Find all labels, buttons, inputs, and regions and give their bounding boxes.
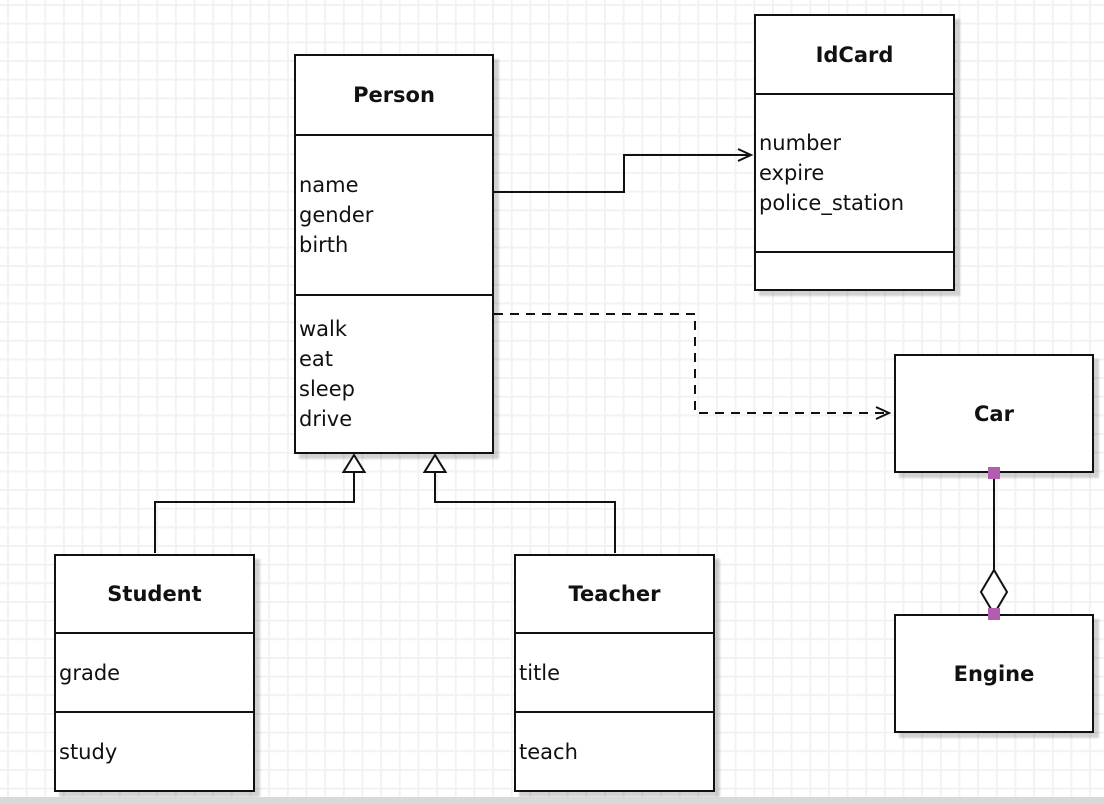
attribute-row: number [759,131,841,155]
method-row: teach [519,739,578,764]
attribute-row: name [299,173,359,197]
class-title: Student [56,556,253,634]
edge-endpoint-handle[interactable] [988,467,1000,479]
methods-section: teach [516,713,713,790]
attribute-row: birth [299,233,349,257]
class-box-student[interactable]: Student grade study [54,554,255,792]
method-row: sleep [299,377,355,401]
edge-person-idcard-association[interactable] [494,148,754,193]
methods-section-empty [756,253,953,289]
attribute-row: expire [759,161,825,185]
class-title: IdCard [756,16,953,95]
class-box-idcard[interactable]: IdCard number expire police_station [754,14,955,291]
attribute-row: gender [299,203,374,227]
attributes-section: title [516,634,713,713]
class-title: Person [296,56,492,136]
method-row: walk [299,317,348,341]
method-row: eat [299,347,334,371]
edge-student-person-generalization[interactable] [154,453,367,553]
aggregation-diamond-icon [979,568,1009,616]
method-row: drive [299,407,353,431]
edge-person-car-dependency[interactable] [494,313,892,420]
class-box-teacher[interactable]: Teacher title teach [514,554,715,792]
attributes-section: name gender birth [296,136,492,296]
canvas-bottom-edge [0,797,1104,804]
attributes-section: grade [56,634,253,713]
method-row: study [59,739,118,764]
methods-section: walk eat sleep drive [296,296,492,452]
attribute-row: title [519,660,561,685]
generalization-triangle-icon [422,453,448,473]
class-box-engine[interactable]: Engine [894,614,1094,733]
class-title: Teacher [516,556,713,634]
edge-car-engine-aggregation[interactable] [979,467,1009,620]
edge-endpoint-handle[interactable] [988,608,1000,620]
methods-section: study [56,713,253,790]
edge-teacher-person-generalization[interactable] [422,453,616,553]
class-box-person[interactable]: Person name gender birth walk eat sleep … [294,54,494,454]
class-title: Car [974,401,1014,426]
class-title: Engine [953,661,1035,686]
attributes-section: number expire police_station [756,95,953,253]
attribute-row: grade [59,660,121,685]
generalization-triangle-icon [341,453,367,473]
class-box-car[interactable]: Car [894,354,1094,473]
attribute-row: police_station [759,191,905,215]
